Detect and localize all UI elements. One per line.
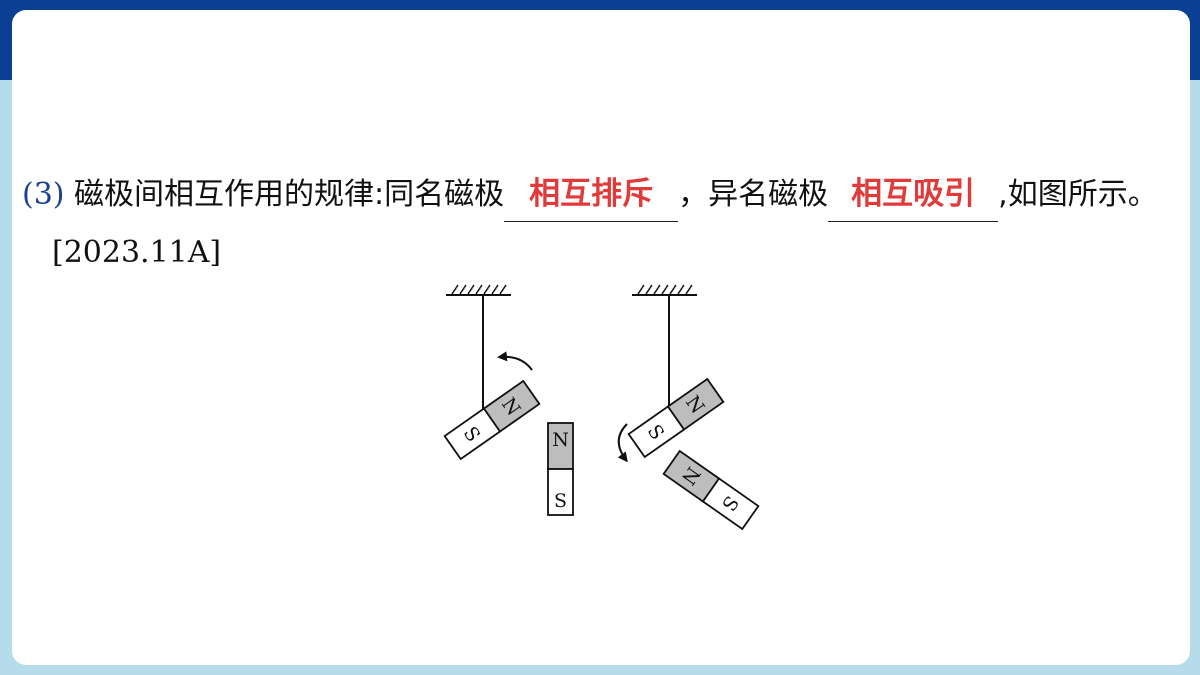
pole-label-s: S: [554, 490, 567, 512]
slide-card: [12, 10, 1190, 665]
hanging-magnet-right: S N: [627, 377, 725, 459]
ceiling-left: [446, 284, 511, 296]
question-citation: [2023.11A]: [52, 235, 222, 270]
bar-magnet-tilted: N S: [662, 449, 760, 531]
rotation-arrow-left: [497, 351, 533, 371]
pole-s: [701, 477, 760, 531]
question-middle: ，异名磁极: [678, 177, 829, 212]
pole-n: [482, 379, 541, 433]
answer-2: 相互吸引: [851, 176, 976, 212]
pole-label-n: N: [552, 429, 569, 451]
pole-n: [666, 377, 725, 431]
rotation-arrow-right: [617, 423, 628, 463]
answer-blank-1: 相互排斥: [504, 176, 679, 222]
hanging-magnet-left: S N: [443, 379, 541, 461]
ceiling-right: [632, 284, 697, 296]
answer-1: 相互排斥: [529, 176, 654, 212]
question-number: (3): [22, 177, 65, 212]
question-prefix: 磁极间相互作用的规律:同名磁极: [74, 177, 505, 212]
answer-blank-2: 相互吸引: [828, 176, 999, 222]
pole-n: [547, 422, 574, 470]
question-text: (3) 磁极间相互作用的规律:同名磁极相互排斥 ，异名磁极相互吸引 ,如图所示。 [2…: [22, 166, 1182, 282]
bar-magnet-vertical: N S: [547, 422, 574, 516]
pole-s: [547, 468, 574, 516]
question-suffix: ,如图所示。: [998, 177, 1158, 212]
